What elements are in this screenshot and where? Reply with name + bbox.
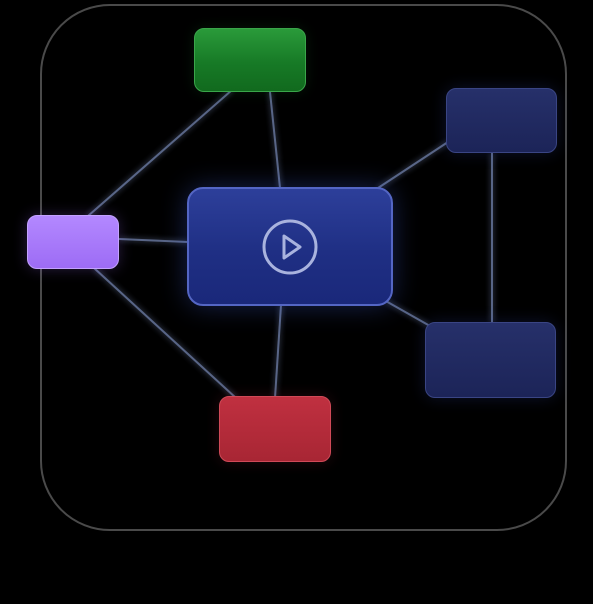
node-center[interactable] (187, 187, 393, 306)
edge-green-center (269, 91, 281, 189)
edge-purple-center (118, 238, 189, 243)
node-purple[interactable] (27, 215, 119, 269)
edge-purple-red (93, 267, 237, 399)
edge-center-red (274, 304, 282, 399)
edge-center-navytop (377, 141, 449, 189)
node-navy-top[interactable] (446, 88, 557, 153)
edge-center-navybottom (383, 299, 431, 327)
play-circle-icon[interactable] (260, 217, 320, 277)
node-green[interactable] (194, 28, 306, 92)
node-navy-bottom[interactable] (425, 322, 556, 398)
edge-green-purple (87, 89, 233, 217)
node-red[interactable] (219, 396, 331, 462)
